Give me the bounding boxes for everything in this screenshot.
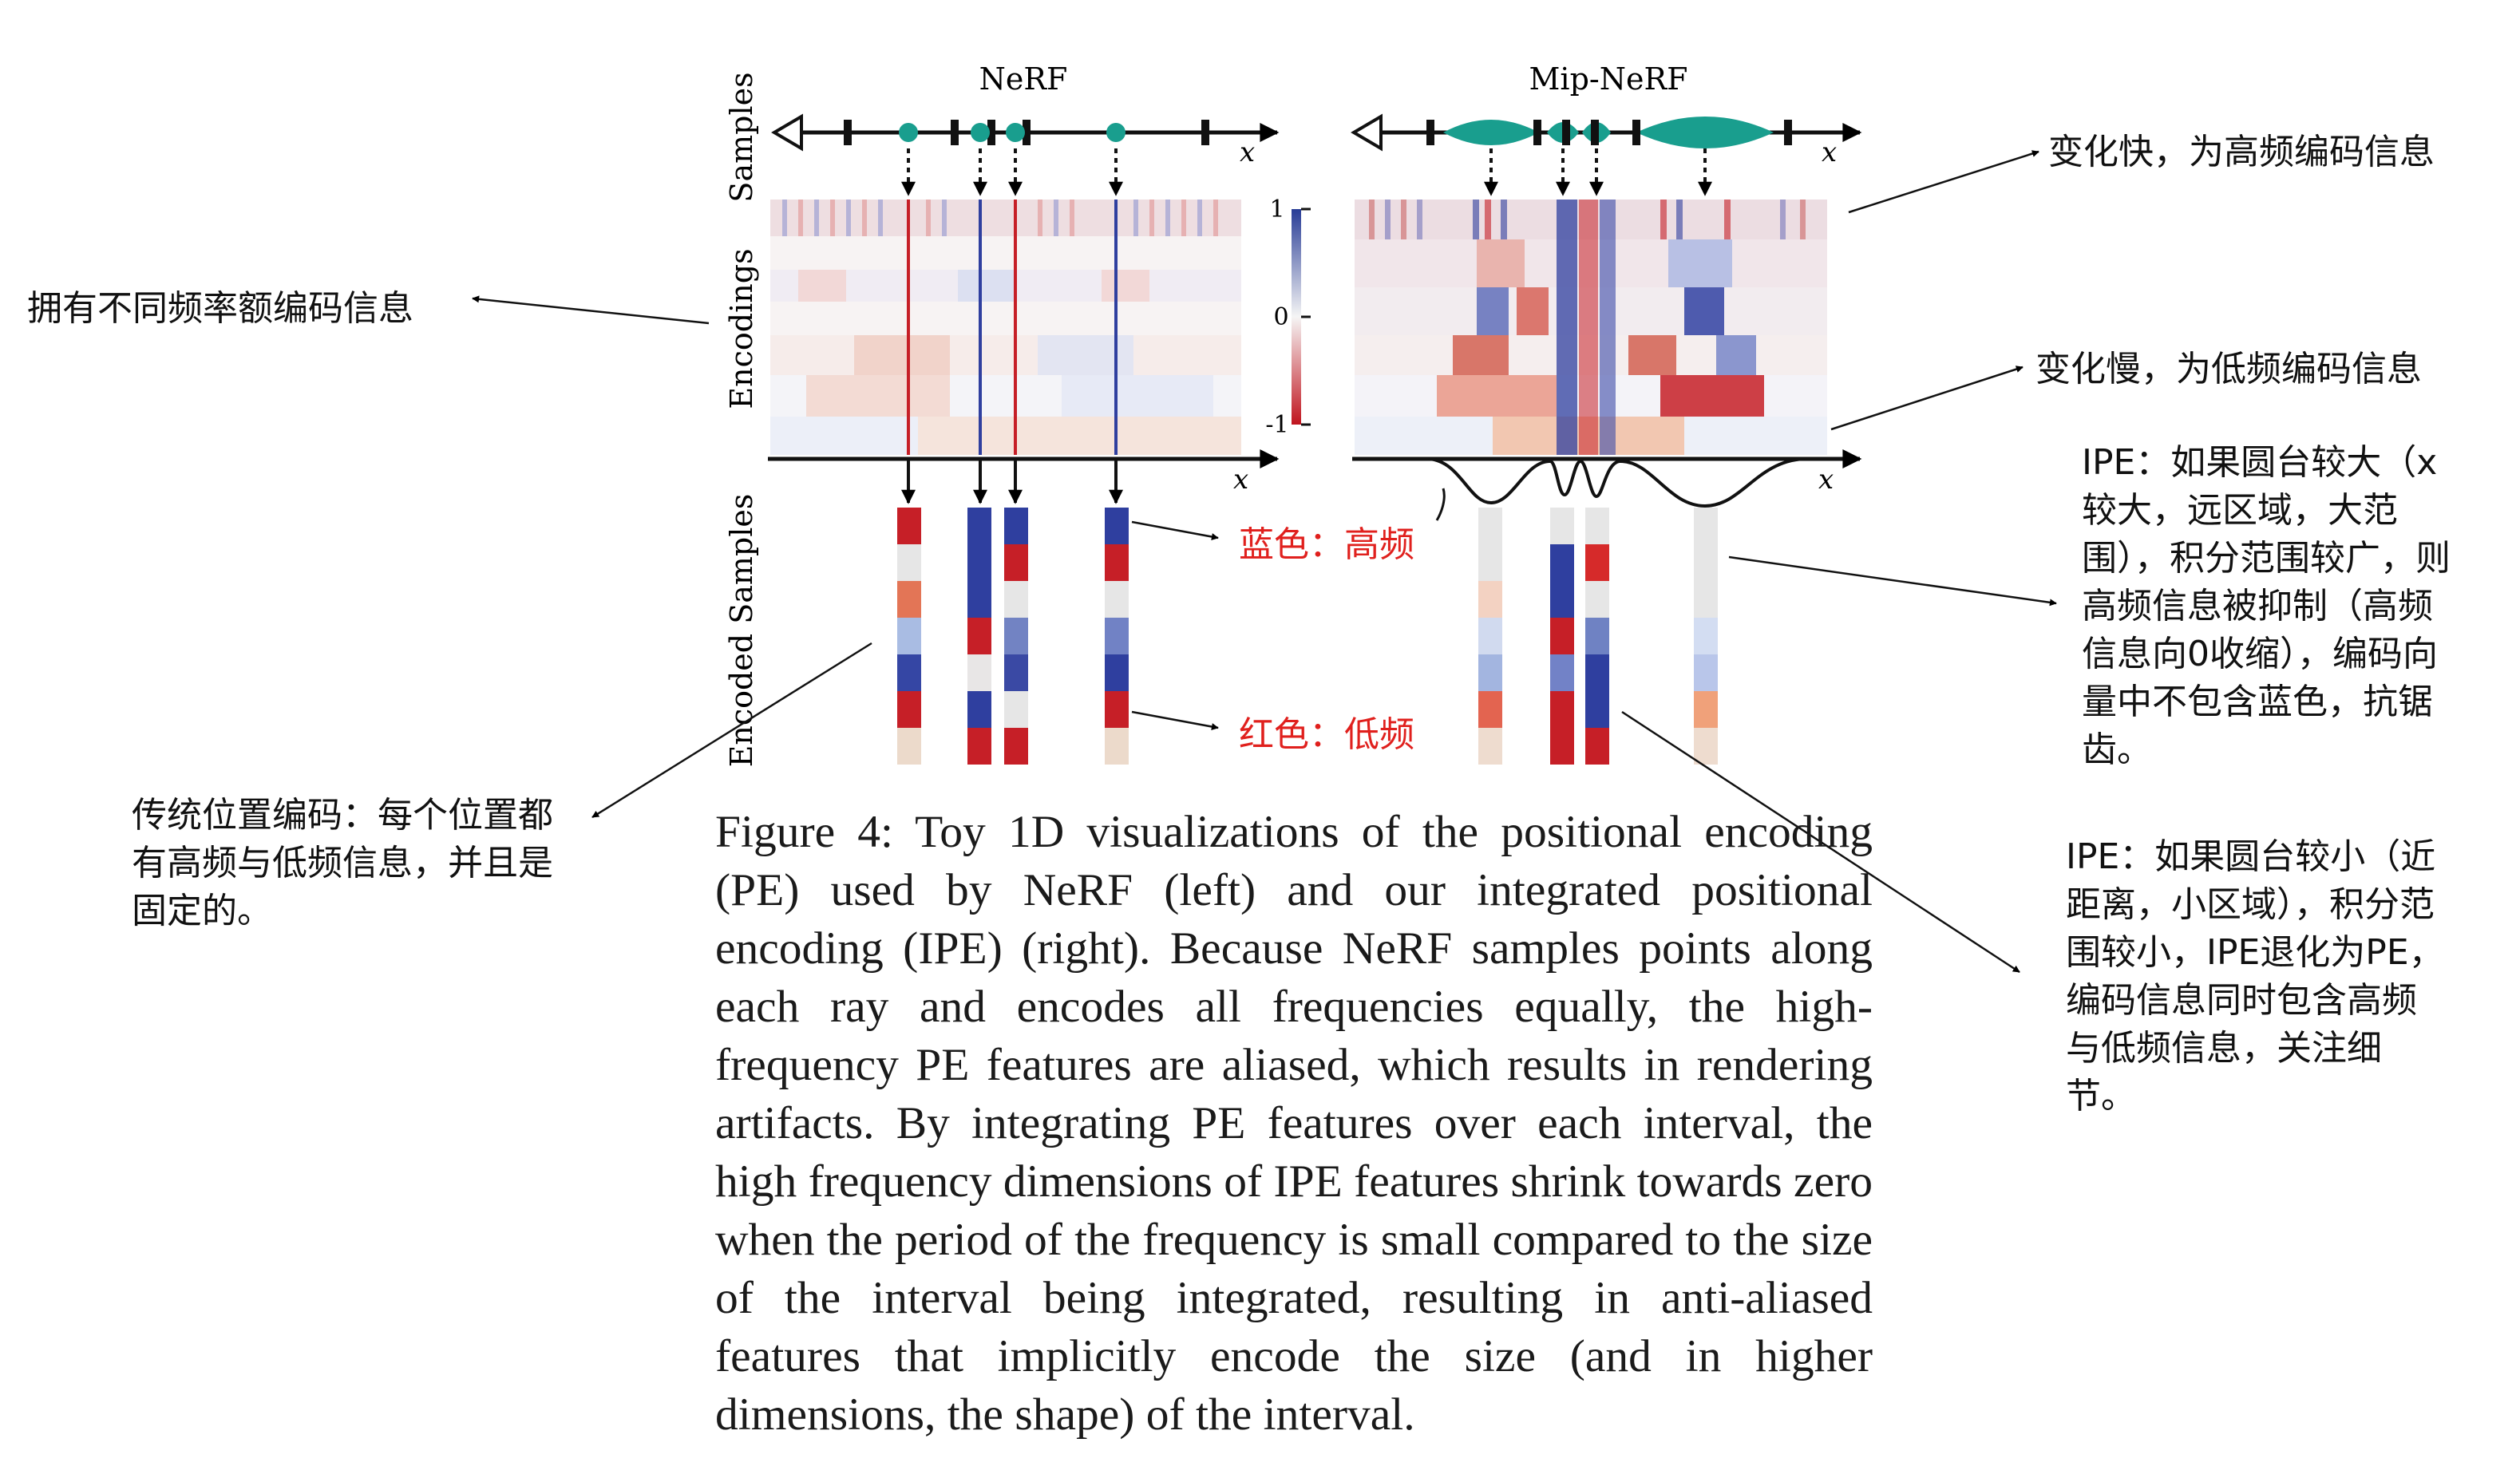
annotation-left-bottom: 传统位置编码：每个位置都有高频与低频信息，并且是固定的。 — [132, 795, 553, 931]
row-label-encodings: Encodings — [724, 248, 759, 409]
encoded-cell — [1694, 691, 1718, 728]
nerf-axis-x-label-bottom: x — [1233, 464, 1248, 496]
encoded-cell — [1694, 728, 1718, 765]
colorbar-tick-1: 1 — [1269, 196, 1284, 223]
encoded-cell — [1550, 728, 1574, 765]
mip-axis-x-label-top: x — [1822, 136, 1837, 168]
encoded-cell — [1694, 654, 1718, 691]
row-label-samples: Samples — [724, 72, 759, 202]
colorbar-tick-0: 0 — [1273, 303, 1288, 331]
nerf-dotted-arrows — [901, 148, 1123, 196]
encoded-cell — [1585, 728, 1609, 765]
encoded-cell — [1478, 728, 1502, 765]
colorbar-tick-neg1: -1 — [1265, 411, 1288, 439]
figure-caption: Figure 4: Toy 1D visualizations of the p… — [715, 807, 1873, 1440]
mip-interval-curve — [1428, 457, 1805, 508]
mip-interval-curve-tail — [1435, 488, 1446, 521]
nerf-sample-point — [1106, 123, 1125, 142]
mip-encoded-samples — [1478, 508, 1718, 765]
encoded-cell — [1004, 691, 1028, 728]
encoded-cell — [1585, 581, 1609, 618]
nerf-title: NeRF — [979, 61, 1068, 97]
encoded-cell — [1105, 508, 1129, 544]
encoded-cell — [1550, 691, 1574, 728]
encoded-cell — [1004, 654, 1028, 691]
encoded-cell — [1105, 728, 1129, 765]
encoded-cell — [1694, 581, 1718, 618]
encoded-cell — [897, 728, 921, 765]
nerf-samples-axis — [771, 113, 1280, 152]
encoded-cell — [1694, 508, 1718, 544]
annotation-arrows — [472, 150, 2057, 974]
encoded-cell — [1694, 544, 1718, 581]
encoded-cell — [1478, 544, 1502, 581]
mip-nerf-title: Mip-NeRF — [1529, 61, 1688, 97]
annotation-ipe-large: IPE：如果圆台较大（x较大，远区域，大范围），积分范围较广，则高频信息被抑制（… — [2082, 442, 2451, 770]
encoded-cell — [967, 691, 991, 728]
blue-label: 蓝色：高频 — [1239, 524, 1414, 565]
encoded-cell — [1004, 581, 1028, 618]
red-label: 红色：低频 — [1239, 714, 1414, 755]
encoded-cell — [967, 581, 991, 618]
encoded-cell — [967, 728, 991, 765]
encoded-cell — [897, 581, 921, 618]
encoded-cell — [967, 544, 991, 581]
nerf-encoded-samples — [897, 508, 1129, 765]
nerf-sample-point — [899, 123, 918, 142]
encoded-cell — [967, 654, 991, 691]
nerf-sample-point — [971, 123, 990, 142]
encoded-cell — [1478, 581, 1502, 618]
annotation-right-slow: 变化慢，为低频编码信息 — [2035, 349, 2422, 389]
encoded-cell — [1105, 654, 1129, 691]
encoded-cell — [897, 691, 921, 728]
encoded-cell — [1004, 508, 1028, 544]
encoded-cell — [1478, 618, 1502, 654]
encoded-cell — [897, 654, 921, 691]
encoded-cell — [1585, 508, 1609, 544]
encoded-cell — [967, 618, 991, 654]
encoded-cell — [1004, 618, 1028, 654]
encoded-cell — [1550, 618, 1574, 654]
encoded-cell — [1550, 654, 1574, 691]
encoded-cell — [1004, 544, 1028, 581]
encoded-cell — [1105, 544, 1129, 581]
encoded-cell — [1004, 728, 1028, 765]
encoded-cell — [1585, 654, 1609, 691]
annotation-ipe-small: IPE：如果圆台较小（近距离，小区域），积分范围较小，IPE退化为PE，编码信息… — [2066, 836, 2444, 1116]
encoded-cell — [1550, 581, 1574, 618]
encoded-cell — [897, 544, 921, 581]
encoded-cell — [1105, 581, 1129, 618]
colorbar — [1292, 207, 1311, 426]
encoded-cell — [1550, 508, 1574, 544]
encoded-cell — [967, 508, 991, 544]
mip-sample-interval — [1443, 120, 1539, 145]
encoded-cell — [897, 508, 921, 544]
nerf-sample-point — [1006, 123, 1025, 142]
nerf-axis-x-label-top: x — [1240, 136, 1255, 168]
mip-axis-x-label-bottom: x — [1818, 464, 1834, 496]
mip-dotted-arrows — [1484, 148, 1712, 196]
encoded-cell — [1105, 618, 1129, 654]
encoded-cell — [897, 618, 921, 654]
encoded-cell — [1585, 691, 1609, 728]
annotation-left-top: 拥有不同频率额编码信息 — [27, 288, 413, 329]
nerf-encoding-heatmap — [770, 200, 1241, 455]
annotation-right-fast: 变化快，为高频编码信息 — [2048, 132, 2435, 172]
encoded-cell — [1550, 544, 1574, 581]
encoded-cell — [1585, 618, 1609, 654]
mip-encoding-heatmap — [1355, 200, 1827, 455]
encoded-cell — [1478, 654, 1502, 691]
mip-samples-axis — [1351, 113, 1862, 152]
encoded-cell — [1105, 691, 1129, 728]
encoded-cell — [1478, 508, 1502, 544]
encoded-cell — [1478, 691, 1502, 728]
row-label-encoded-samples: Encoded Samples — [724, 494, 759, 768]
encoded-cell — [1694, 618, 1718, 654]
nerf-solid-arrows — [901, 459, 1123, 504]
mip-sample-interval — [1636, 117, 1774, 148]
encoded-cell — [1585, 544, 1609, 581]
